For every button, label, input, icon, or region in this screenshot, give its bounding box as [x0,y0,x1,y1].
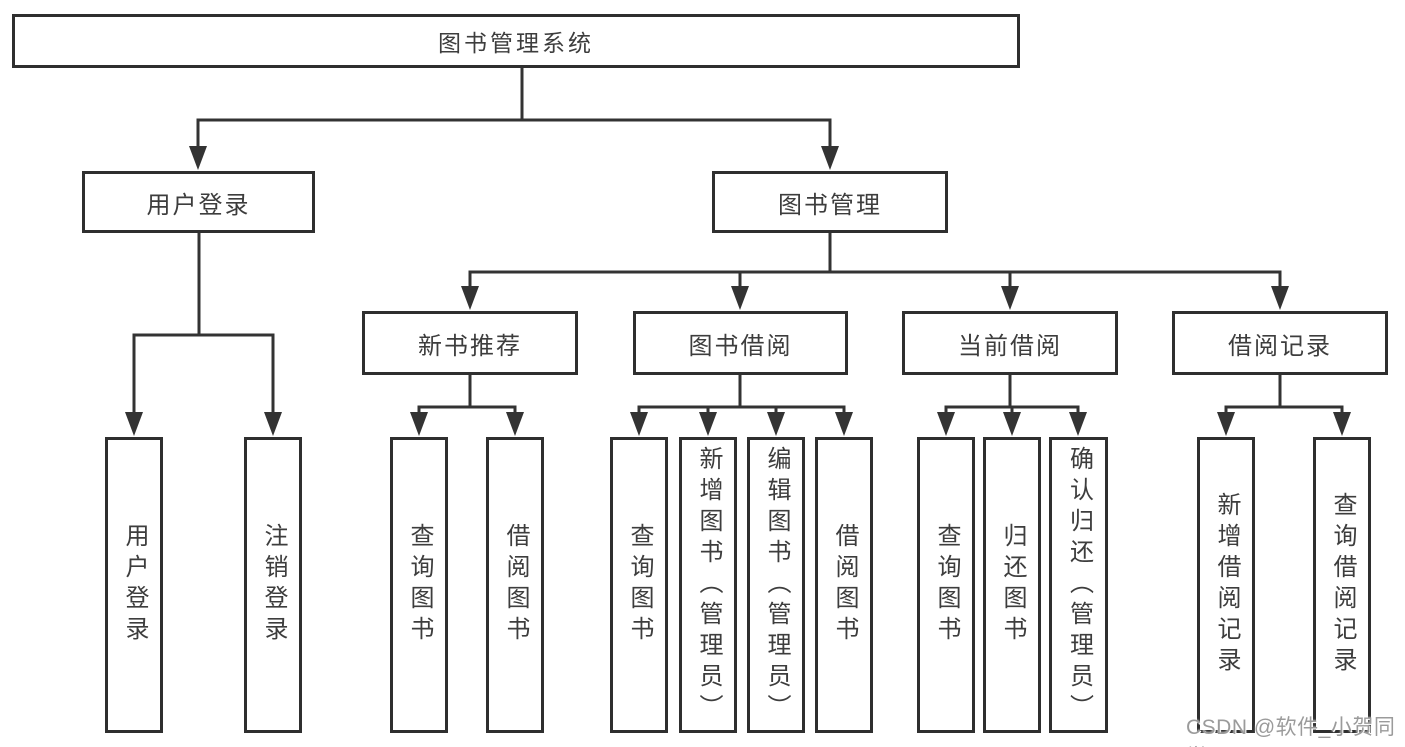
node-new-books: 新书推荐 [362,311,578,375]
leaf-add-book-admin: 新增图书（管理员） [679,437,737,733]
leaf-logout: 注销登录 [244,437,302,733]
arrow-down-icon [821,146,839,170]
arrow-down-icon [1069,412,1087,436]
arrow-down-icon [189,146,207,170]
arrow-down-icon [1003,412,1021,436]
leaf-return-book: 归还图书 [983,437,1041,733]
arrow-down-icon [835,412,853,436]
arrow-down-icon [410,412,428,436]
leaf-user-login: 用户登录 [105,437,163,733]
node-current-borrowing: 当前借阅 [902,311,1118,375]
arrow-down-icon [699,412,717,436]
arrow-down-icon [506,412,524,436]
arrow-down-icon [937,412,955,436]
arrow-down-icon [125,412,143,436]
leaf-query-books-borrowing: 查询图书 [610,437,668,733]
node-book-borrowing: 图书借阅 [633,311,848,375]
arrow-down-icon [1217,412,1235,436]
leaf-add-borrow-record: 新增借阅记录 [1197,437,1255,733]
leaf-edit-book-admin: 编辑图书（管理员） [747,437,805,733]
node-book-management: 图书管理 [712,171,948,233]
leaf-borrow-books-borrowing: 借阅图书 [815,437,873,733]
leaf-query-books-current: 查询图书 [917,437,975,733]
arrow-down-icon [461,286,479,310]
node-user-login: 用户登录 [82,171,315,233]
arrow-down-icon [731,286,749,310]
arrow-down-icon [1271,286,1289,310]
watermark: CSDN @软件_小贺同学 [1186,716,1396,747]
node-borrowing-records: 借阅记录 [1172,311,1388,375]
node-root: 图书管理系统 [12,14,1020,68]
leaf-query-borrow-record: 查询借阅记录 [1313,437,1371,733]
arrow-down-icon [1001,286,1019,310]
arrow-down-icon [630,412,648,436]
leaf-confirm-return-admin: 确认归还（管理员） [1049,437,1108,733]
leaf-borrow-books-newbooks: 借阅图书 [486,437,544,733]
arrow-down-icon [1333,412,1351,436]
arrowheads [125,146,1351,436]
arrow-down-icon [767,412,785,436]
arrow-down-icon [264,412,282,436]
leaf-query-books-newbooks: 查询图书 [390,437,448,733]
